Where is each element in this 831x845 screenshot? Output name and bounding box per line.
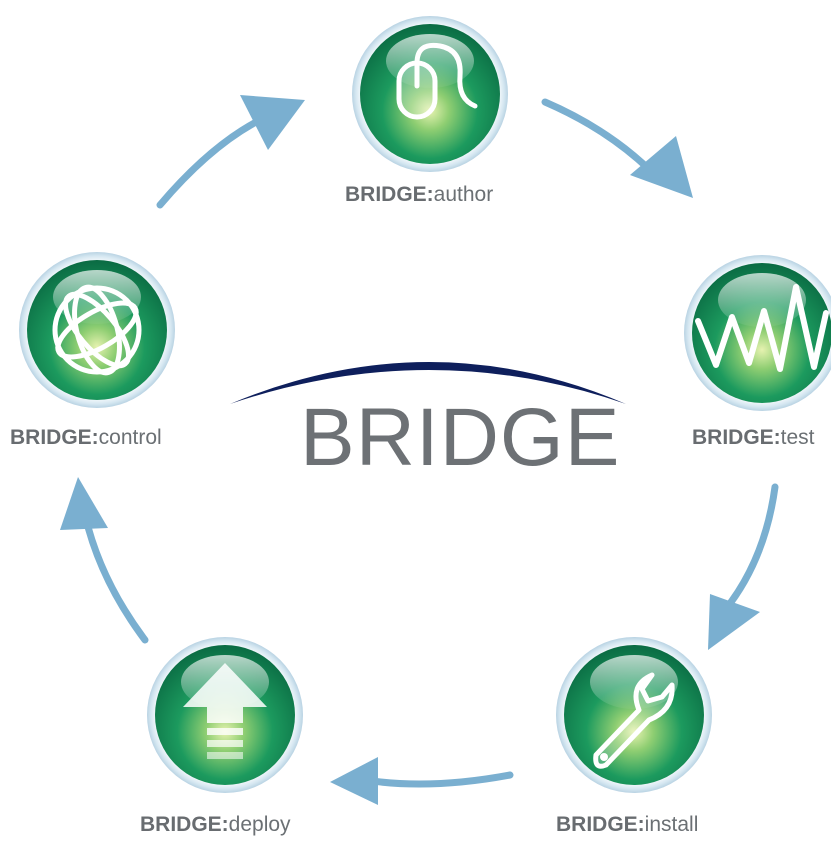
label-prefix: BRIDGE: (345, 183, 434, 206)
node-control[interactable] (19, 252, 175, 408)
arrow-heads (60, 95, 760, 805)
arrowhead-deploy (330, 757, 378, 805)
label-suffix: test (780, 426, 815, 449)
arrow-author-to-test (541, 98, 659, 179)
upload-arrow-icon (183, 663, 267, 759)
arrowhead-author (240, 95, 305, 150)
label-test: BRIDGE:test (692, 427, 815, 448)
label-suffix: control (98, 426, 162, 449)
label-prefix: BRIDGE: (556, 813, 645, 836)
node-test[interactable] (684, 255, 831, 411)
label-prefix: BRIDGE: (140, 813, 229, 836)
label-prefix: BRIDGE: (692, 426, 781, 449)
node-author[interactable] (352, 16, 508, 172)
wrench-icon (593, 672, 675, 769)
arrowhead-test (630, 136, 693, 198)
node-install[interactable] (556, 637, 712, 793)
arrow-control-to-author (156, 111, 274, 209)
label-install: BRIDGE:install (556, 814, 698, 835)
title-arc (230, 362, 626, 404)
diagram-title: BRIDGE (300, 392, 621, 483)
arrowhead-control (60, 477, 108, 530)
globe-icon (52, 284, 142, 376)
label-control: BRIDGE:control (10, 427, 162, 448)
label-prefix: BRIDGE: (10, 426, 99, 449)
waveform-icon (695, 284, 829, 372)
arrowhead-install (708, 594, 760, 650)
label-deploy: BRIDGE:deploy (140, 814, 291, 835)
mouse-icon (396, 42, 478, 120)
label-suffix: author (433, 183, 494, 206)
label-author: BRIDGE:author (345, 184, 493, 205)
arrow-test-to-install (721, 483, 779, 614)
node-deploy[interactable] (147, 637, 303, 793)
label-suffix: install (644, 813, 699, 836)
arrow-deploy-to-control (81, 511, 149, 644)
label-suffix: deploy (228, 813, 291, 836)
arrow-install-to-deploy (361, 771, 514, 788)
